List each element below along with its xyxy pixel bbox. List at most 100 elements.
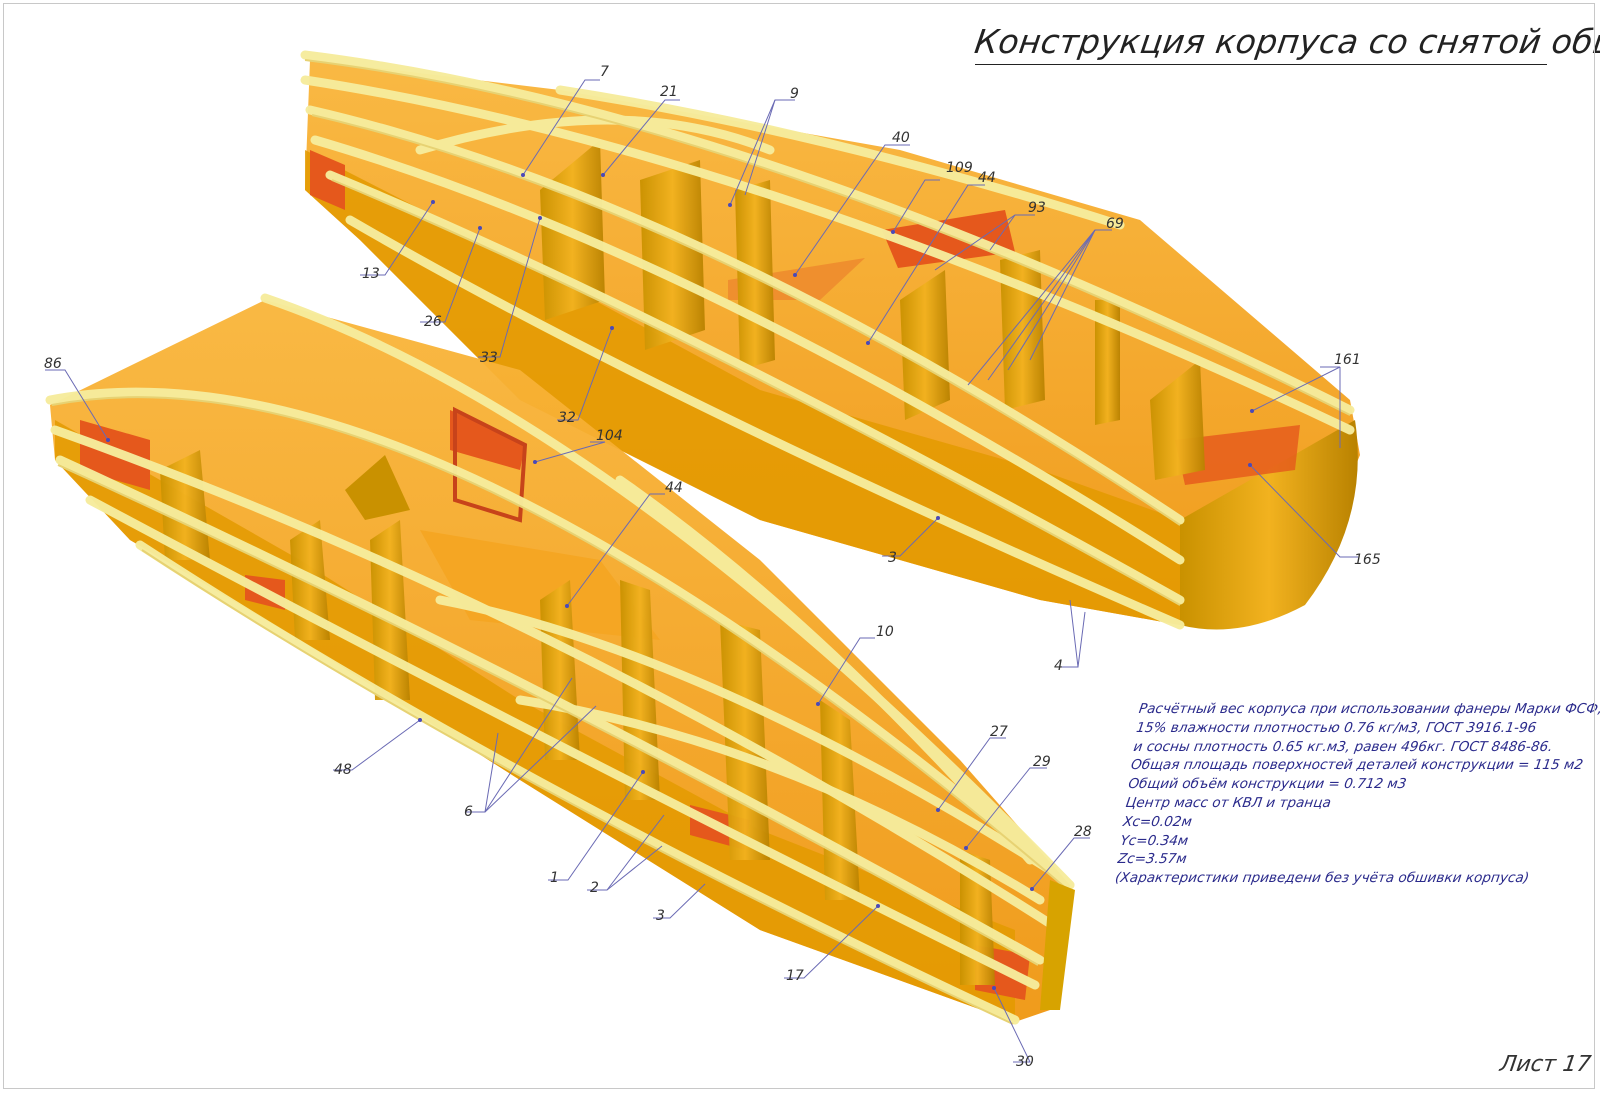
leader-line — [1031, 837, 1090, 890]
lower-hull-stringer — [135, 540, 1020, 1025]
leader-line — [987, 229, 1096, 381]
callout-label: 17 — [786, 968, 804, 984]
leader-line — [360, 201, 434, 276]
leader-line — [1029, 229, 1096, 361]
leader-line — [484, 705, 597, 813]
callout-label: 6 — [464, 804, 473, 820]
callout-label: 32 — [558, 410, 576, 426]
sheet-number: Лист 17 — [1498, 1052, 1593, 1077]
callout-label: 161 — [1334, 352, 1361, 368]
leader-line — [892, 179, 940, 233]
upper-hull-deck-part — [310, 150, 345, 210]
leader-line — [45, 369, 109, 441]
leader-line — [867, 184, 985, 344]
leader-line — [534, 441, 606, 463]
lower-hull-stringer — [50, 425, 1065, 935]
upper-hull-bulkhead — [1150, 360, 1205, 480]
upper-hull-bulkhead — [1095, 300, 1120, 425]
leader-dot — [1030, 887, 1034, 891]
drawing-title: Конструкция корпуса со снятой обшивкой — [972, 22, 1600, 61]
lower-hull-stringer-edge — [51, 396, 1069, 891]
callout-label: 2 — [590, 880, 599, 896]
callout-label: 21 — [660, 84, 678, 100]
callout-label: 109 — [946, 160, 973, 176]
callout-label: 86 — [44, 356, 62, 372]
note-line: Общая площадь поверхностей деталей конст… — [1129, 757, 1585, 774]
leader-line — [420, 227, 481, 323]
upper-hull-stringer — [345, 215, 1185, 630]
leader-line — [484, 732, 499, 813]
callout-label: 48 — [334, 762, 352, 778]
callout-label: 1 — [550, 870, 559, 886]
leader-line — [794, 144, 910, 276]
leader-line — [882, 517, 939, 557]
upper-hull-stringer-edge — [311, 114, 1181, 526]
leader-line — [744, 99, 776, 196]
leader-line — [653, 883, 706, 919]
upper-hull-stringer — [325, 170, 1185, 605]
leader-dot — [106, 438, 110, 442]
callout-label: 13 — [362, 266, 380, 282]
leader-dot — [641, 770, 645, 774]
upper-hull-transom — [1180, 420, 1358, 630]
callout-label: 44 — [665, 480, 683, 496]
lower-hull-stringer-edge — [57, 464, 1039, 966]
leader-line — [784, 905, 879, 979]
callout-label: 3 — [656, 908, 665, 924]
leader-dot — [418, 718, 422, 722]
callout-label: 30 — [1016, 1054, 1034, 1070]
lower-hull-stringer — [435, 595, 1055, 875]
leader-line — [817, 637, 875, 705]
upper-hull-bulkhead — [1000, 250, 1045, 410]
upper-hull-stringer — [310, 135, 1185, 565]
leader-dot — [1250, 409, 1254, 413]
upper-hull-deck-part — [1175, 425, 1300, 485]
leader-dot — [964, 846, 968, 850]
callout-label: 26 — [424, 314, 442, 330]
callout-label: 4 — [1054, 658, 1063, 674]
callout-label: 27 — [990, 724, 1008, 740]
upper-hull-side-band — [305, 150, 1180, 625]
lower-hull-stringer-edge — [141, 549, 1014, 1025]
specification-notes: Расчётный вес корпуса при использовании … — [1114, 700, 1600, 888]
note-line: Xc=0.02м — [1121, 813, 1193, 830]
callout-label: 29 — [1033, 754, 1051, 770]
callout-label: 28 — [1074, 824, 1092, 840]
leader-dot — [866, 341, 870, 345]
callout-label: 7 — [600, 64, 609, 80]
leader-dot — [533, 460, 537, 464]
upper-hull — [300, 50, 1360, 630]
leader-dot — [1248, 463, 1252, 467]
callout-label: 40 — [892, 130, 910, 146]
leader-dot — [565, 604, 569, 608]
leader-line — [606, 845, 663, 891]
leader-dot — [538, 216, 542, 220]
leader-line — [1058, 599, 1079, 668]
leader-dot — [816, 702, 820, 706]
note-line: Центр масс от КВЛ и транца — [1124, 794, 1332, 811]
note-line: Расчётный вес корпуса при использовании … — [1137, 701, 1600, 717]
callout-label: 44 — [978, 170, 996, 186]
leader-dot — [793, 273, 797, 277]
note-line: 15% влажности плотностью 0.76 кг/м3, ГОС… — [1135, 719, 1538, 736]
upper-hull-stringer-edge — [304, 59, 1351, 416]
note-line: Zc=3.57м — [1116, 851, 1188, 868]
leader-dot — [601, 173, 605, 177]
lower-hull — [45, 293, 1075, 1025]
note-line: Общий объём конструкции = 0.712 м3 — [1127, 776, 1408, 793]
callout-label: 3 — [888, 550, 897, 566]
lower-hull-bow-stem — [1040, 880, 1075, 1010]
leader-dot — [992, 986, 996, 990]
callout-label: 10 — [876, 624, 894, 640]
leader-line — [566, 493, 665, 607]
note-line: (Характеристики приведени без учёта обши… — [1114, 870, 1531, 887]
leader-line — [1077, 611, 1086, 668]
leader-line — [602, 99, 680, 176]
upper-hull-bulkhead — [640, 160, 705, 350]
callout-label: 104 — [596, 428, 623, 444]
leader-line — [1249, 464, 1358, 558]
leader-dot — [431, 200, 435, 204]
leader-line — [333, 719, 421, 771]
